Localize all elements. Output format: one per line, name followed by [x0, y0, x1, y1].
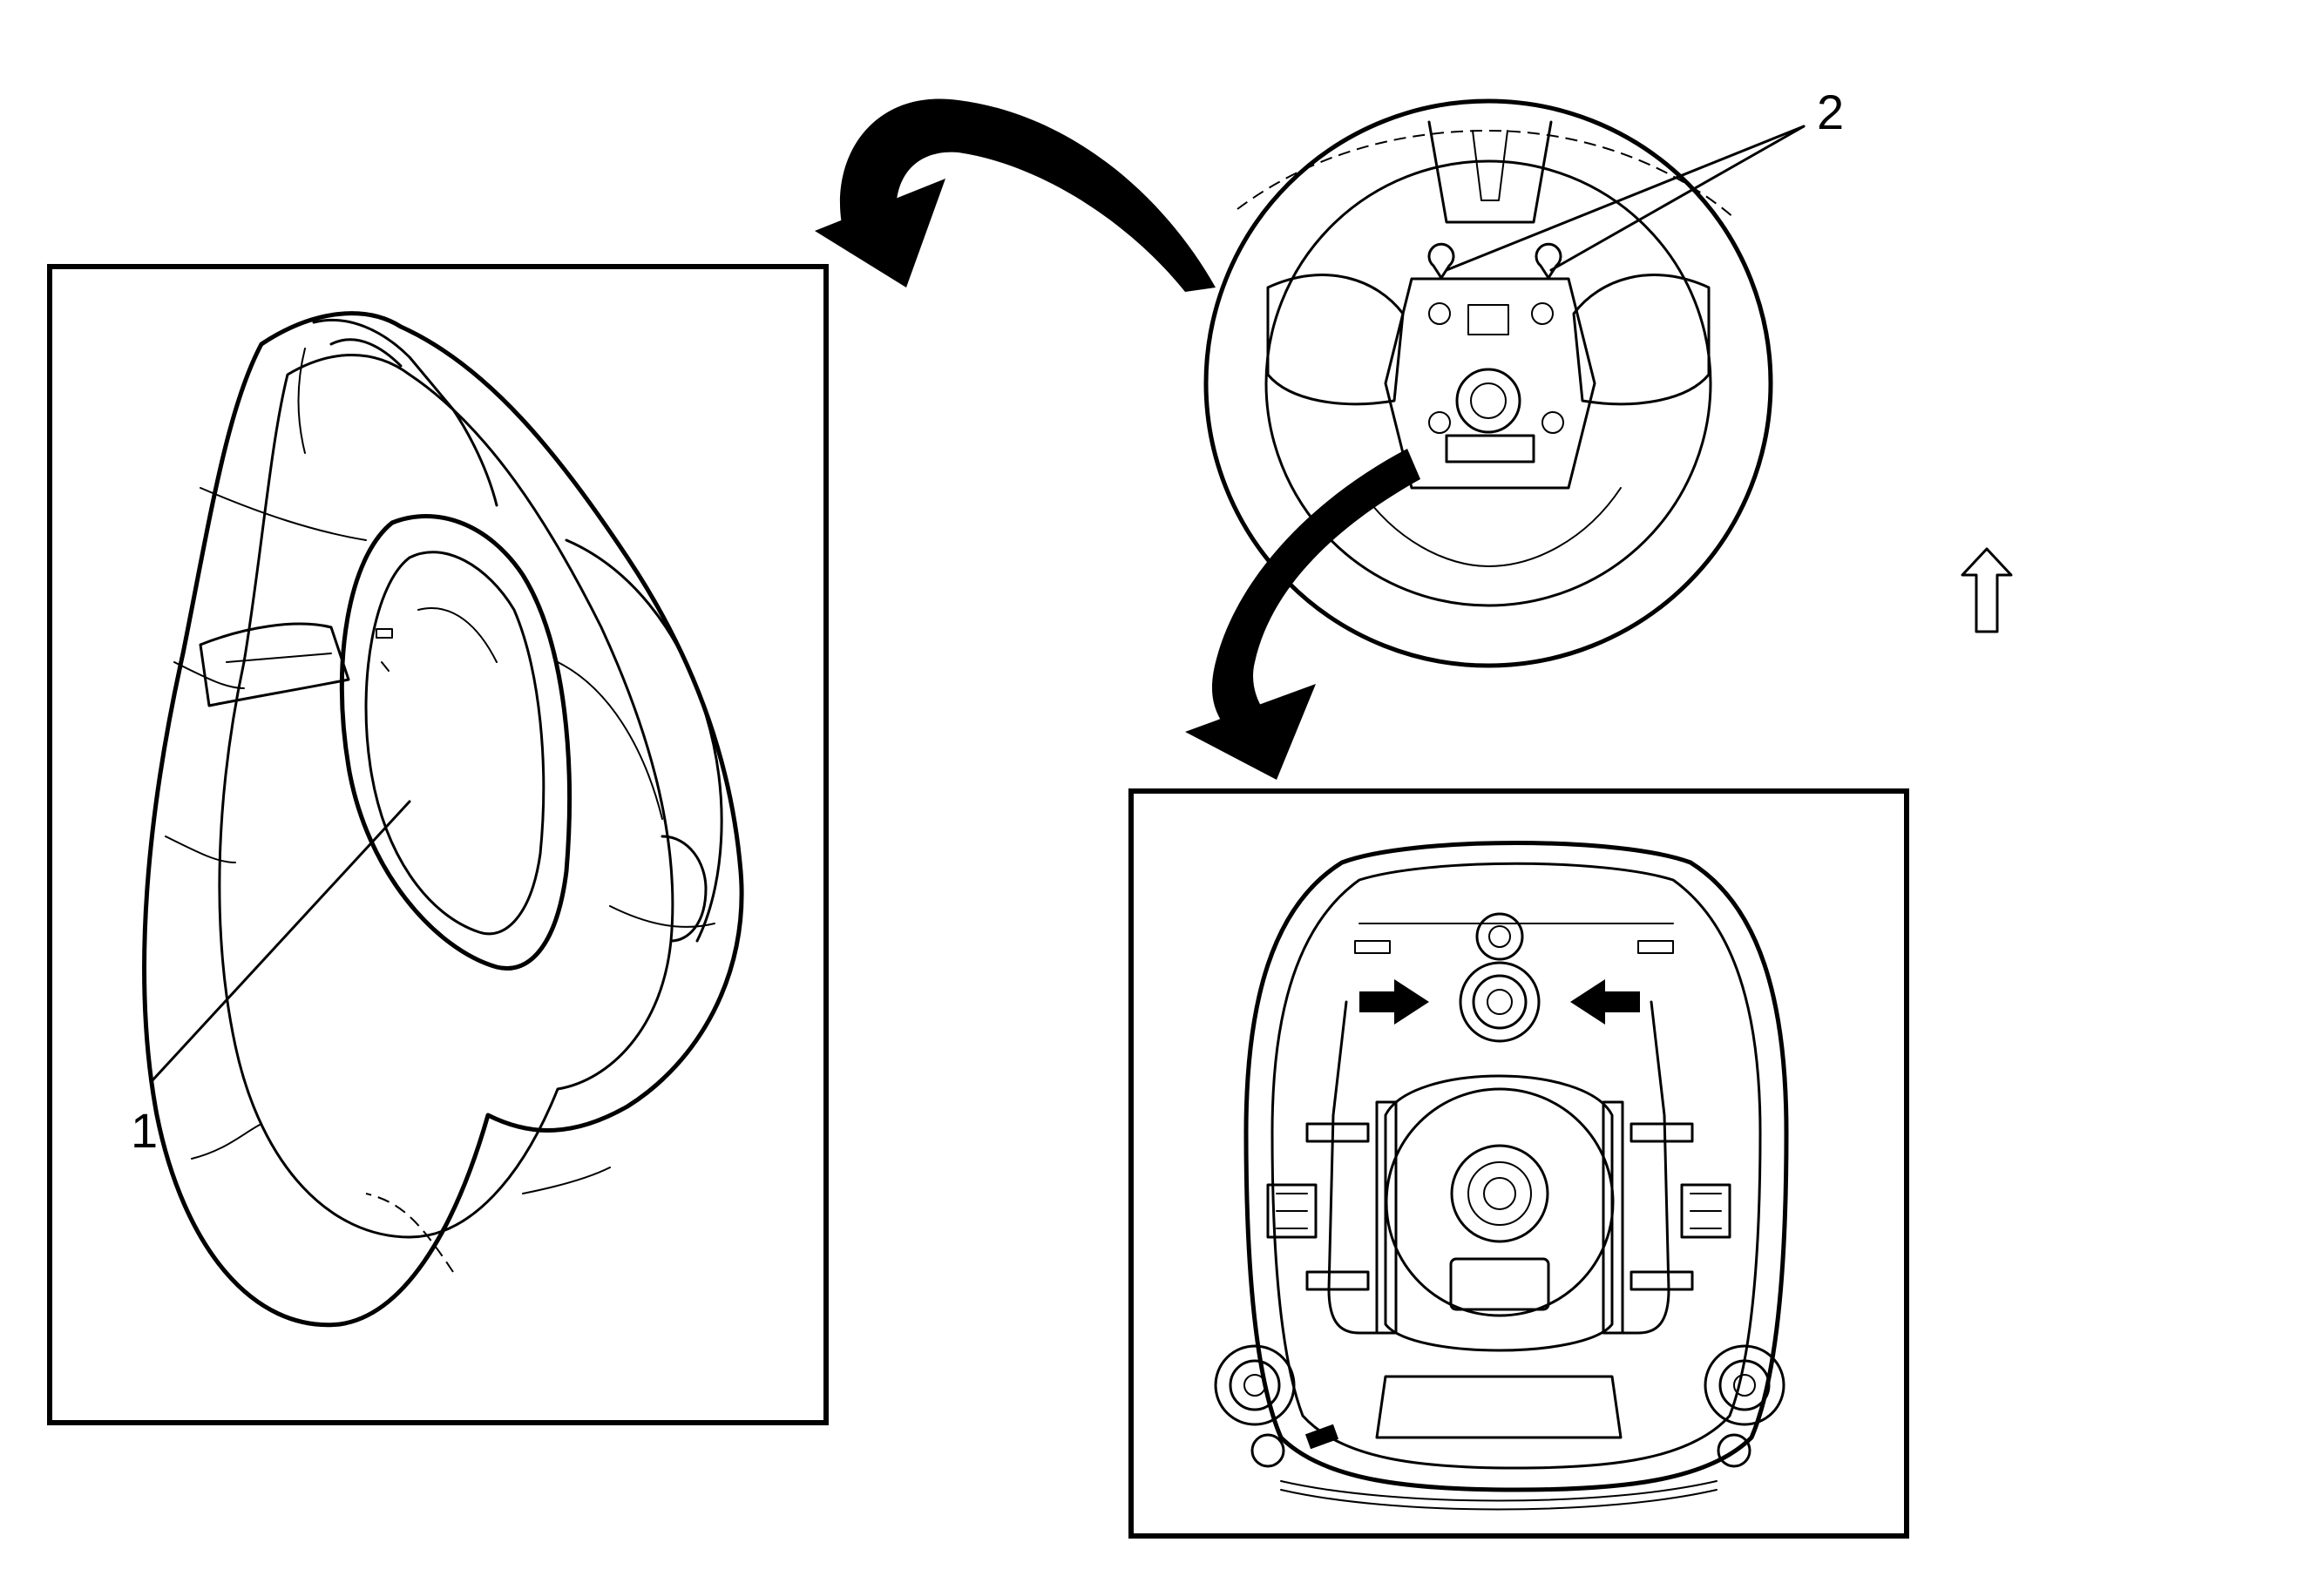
left-detail-panel: 1 — [47, 264, 829, 1425]
release-slot-left — [1427, 242, 1455, 280]
release-slot-right — [1535, 242, 1562, 280]
connector — [1445, 434, 1535, 463]
arrow-left-icon — [1570, 979, 1640, 1025]
arrow-right-icon — [1359, 979, 1429, 1025]
arrow-to-left-panel-icon — [815, 98, 1216, 292]
airbag-module-rear — [1214, 841, 1789, 1511]
callout-2-label: 2 — [1817, 85, 1844, 139]
arrow-to-right-panel-icon — [1185, 449, 1420, 780]
logo-mark-icon — [376, 628, 393, 639]
view-direction-arrow-icon — [1961, 547, 2013, 633]
left-panel-frame — [47, 264, 829, 1425]
steering-wheel-rear-view — [1203, 98, 1806, 668]
right-detail-panel — [1128, 788, 1909, 1539]
right-panel-frame — [1128, 788, 1909, 1539]
callout-1-label: 1 — [131, 1103, 158, 1158]
steering-wheel-perspective — [142, 311, 744, 1328]
